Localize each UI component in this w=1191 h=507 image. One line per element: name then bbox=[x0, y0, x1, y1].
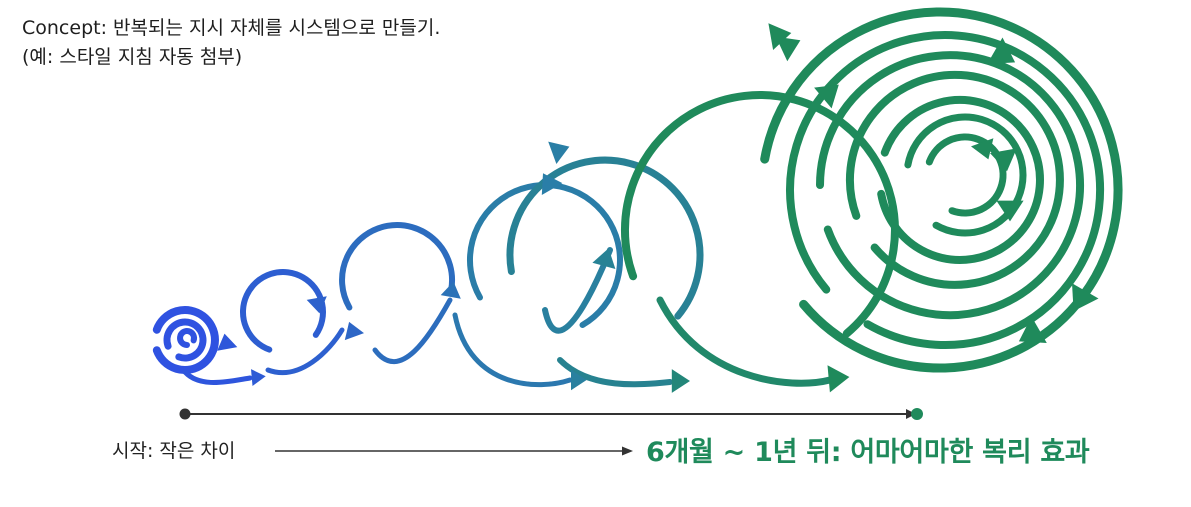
concept-line-2: (예: 스타일 지침 자동 첨부) bbox=[22, 46, 243, 68]
loop-1-mid bbox=[163, 318, 207, 362]
loop-6 bbox=[620, 91, 899, 338]
timeline-axis bbox=[179, 408, 923, 420]
spiral-arrowhead-6 bbox=[971, 138, 994, 160]
loop-2 bbox=[240, 269, 326, 353]
connector-6 bbox=[656, 296, 834, 387]
spiral-arrowhead-4 bbox=[990, 148, 1017, 172]
timeline-start-dot bbox=[179, 408, 191, 420]
connector-5b bbox=[557, 357, 673, 388]
spiral-arrowhead-5 bbox=[996, 200, 1024, 222]
loop-1-arrowhead bbox=[217, 333, 238, 351]
loop-4 bbox=[467, 182, 623, 328]
connector-1-arrowhead bbox=[251, 369, 266, 386]
connector-4-arrowhead bbox=[571, 369, 587, 391]
spiral-arrowhead-1 bbox=[987, 37, 1016, 64]
connector-2 bbox=[265, 327, 345, 376]
concept-text-block: Concept: 반복되는 지시 자체를 시스템으로 만들기. (예: 스타일 … bbox=[22, 14, 440, 72]
loop-5 bbox=[506, 156, 704, 320]
loop-1-outer bbox=[152, 306, 219, 374]
connector-3-arrowhead bbox=[440, 281, 461, 299]
loop-3 bbox=[339, 222, 455, 311]
start-label: 시작: 작은 차이 bbox=[112, 440, 236, 462]
loop-4-arrowhead bbox=[548, 141, 570, 164]
spiral-arrowhead-8 bbox=[768, 23, 792, 50]
loop-3-arrowhead bbox=[344, 321, 364, 341]
result-label: 6개월 ~ 1년 뒤: 어마어마한 복리 효과 bbox=[646, 437, 1090, 468]
spiral-ring-3 bbox=[816, 51, 1084, 320]
spiral-ring-2 bbox=[786, 31, 1105, 349]
spiral-ring-6 bbox=[904, 113, 1027, 237]
connector-6-arrowhead bbox=[827, 365, 850, 393]
loop-2-arrowhead bbox=[306, 296, 327, 314]
loop-arrowheads bbox=[217, 23, 1099, 393]
spiral-ring-5 bbox=[877, 95, 1044, 264]
connector-3 bbox=[372, 297, 453, 365]
connector-5b-arrowhead bbox=[671, 369, 690, 393]
loop-6-arrowhead bbox=[775, 36, 801, 62]
concept-line-1: Concept: 반복되는 지시 자체를 시스템으로 만들기. bbox=[22, 17, 441, 39]
connector-4 bbox=[452, 312, 573, 388]
connector-5-arrowhead bbox=[592, 248, 616, 269]
spiral-ring-1 bbox=[760, 7, 1123, 373]
loop-5-arrowhead bbox=[541, 173, 563, 195]
spiral-arrowhead-2 bbox=[1072, 283, 1099, 312]
growth-loops bbox=[152, 7, 1123, 388]
spiral-arrowhead-3 bbox=[1018, 316, 1047, 343]
spiral-arrowhead-7 bbox=[814, 84, 839, 109]
loop-1-inner bbox=[177, 328, 198, 348]
connector-1 bbox=[182, 369, 253, 385]
spiral-ring-7 bbox=[925, 133, 1007, 217]
timeline-end-dot bbox=[911, 408, 923, 420]
label-connector-arrow bbox=[275, 446, 633, 456]
spiral-ring-4 bbox=[845, 70, 1064, 289]
